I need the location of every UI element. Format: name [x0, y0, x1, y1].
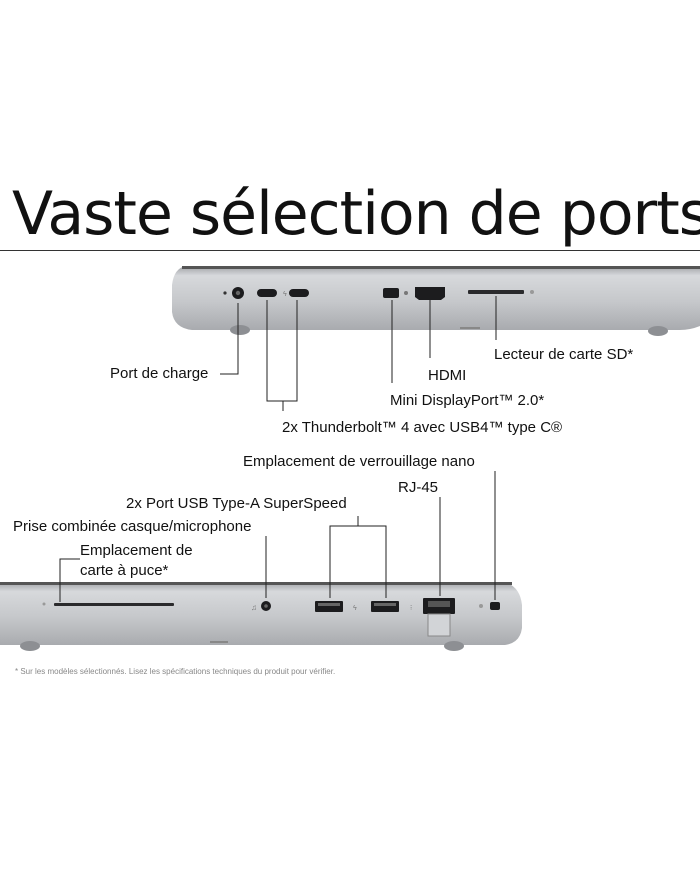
headset-symbol-icon: ♫	[251, 603, 257, 612]
laptop-bottom-lid-seam	[0, 582, 512, 585]
thunderbolt-label: 2x Thunderbolt™ 4 avec USB4™ type C®	[282, 419, 563, 436]
laptop-bottom-side-view: ♫ ϟ ⁝	[0, 582, 522, 651]
thunderbolt-port-icon	[289, 289, 309, 297]
thunderbolt-port-icon	[257, 289, 277, 297]
smartcard-slot-icon	[54, 603, 174, 606]
smartcard-label-line2: carte à puce*	[80, 562, 169, 579]
mini-displayport-icon	[383, 288, 399, 298]
top-callout-lines	[220, 296, 497, 411]
laptop-top-lid-seam	[182, 266, 700, 269]
usb-a-label: 2x Port USB Type-A SuperSpeed	[126, 495, 347, 512]
thunderbolt-symbol-icon: ϟ	[283, 291, 287, 298]
usb-symbol-icon: ϟ	[353, 605, 357, 612]
sd-reader-label: Lecteur de carte SD*	[494, 346, 634, 363]
hdmi-label: HDMI	[428, 367, 467, 384]
page-title: Vaste sélection de ports	[12, 179, 700, 249]
smartcard-label-line1: Emplacement de	[80, 542, 193, 559]
laptop-top-foot	[648, 326, 668, 336]
hdmi-port-icon	[415, 287, 445, 300]
usb-a-port-icon	[315, 601, 343, 612]
bottom-callout-lines	[59, 471, 496, 602]
audio-jack-label: Prise combinée casque/microphone	[13, 518, 252, 535]
laptop-bottom-chassis	[0, 582, 522, 645]
nano-lock-label: Emplacement de verrouillage nano	[243, 453, 475, 470]
footnote: * Sur les modèles sélectionnés. Lisez le…	[15, 667, 336, 676]
sd-card-slot-icon	[468, 290, 524, 294]
laptop-top-foot	[230, 325, 250, 335]
lock-symbol-icon	[479, 604, 483, 608]
laptop-bottom-foot	[444, 641, 464, 651]
laptop-top-side-view: ϟ	[172, 266, 700, 336]
usb-a-port-icon	[371, 601, 399, 612]
nano-lock-slot-icon	[490, 602, 500, 610]
svg-text:⁝: ⁝	[410, 605, 412, 612]
title-divider	[0, 250, 700, 251]
charge-led-icon	[223, 291, 227, 295]
mini-displayport-label: Mini DisplayPort™ 2.0*	[390, 392, 545, 409]
rj45-label: RJ-45	[398, 479, 439, 496]
charge-port-label: Port de charge	[110, 365, 209, 382]
laptop-bottom-foot	[20, 641, 40, 651]
rj45-hinged-door-icon	[427, 613, 451, 637]
